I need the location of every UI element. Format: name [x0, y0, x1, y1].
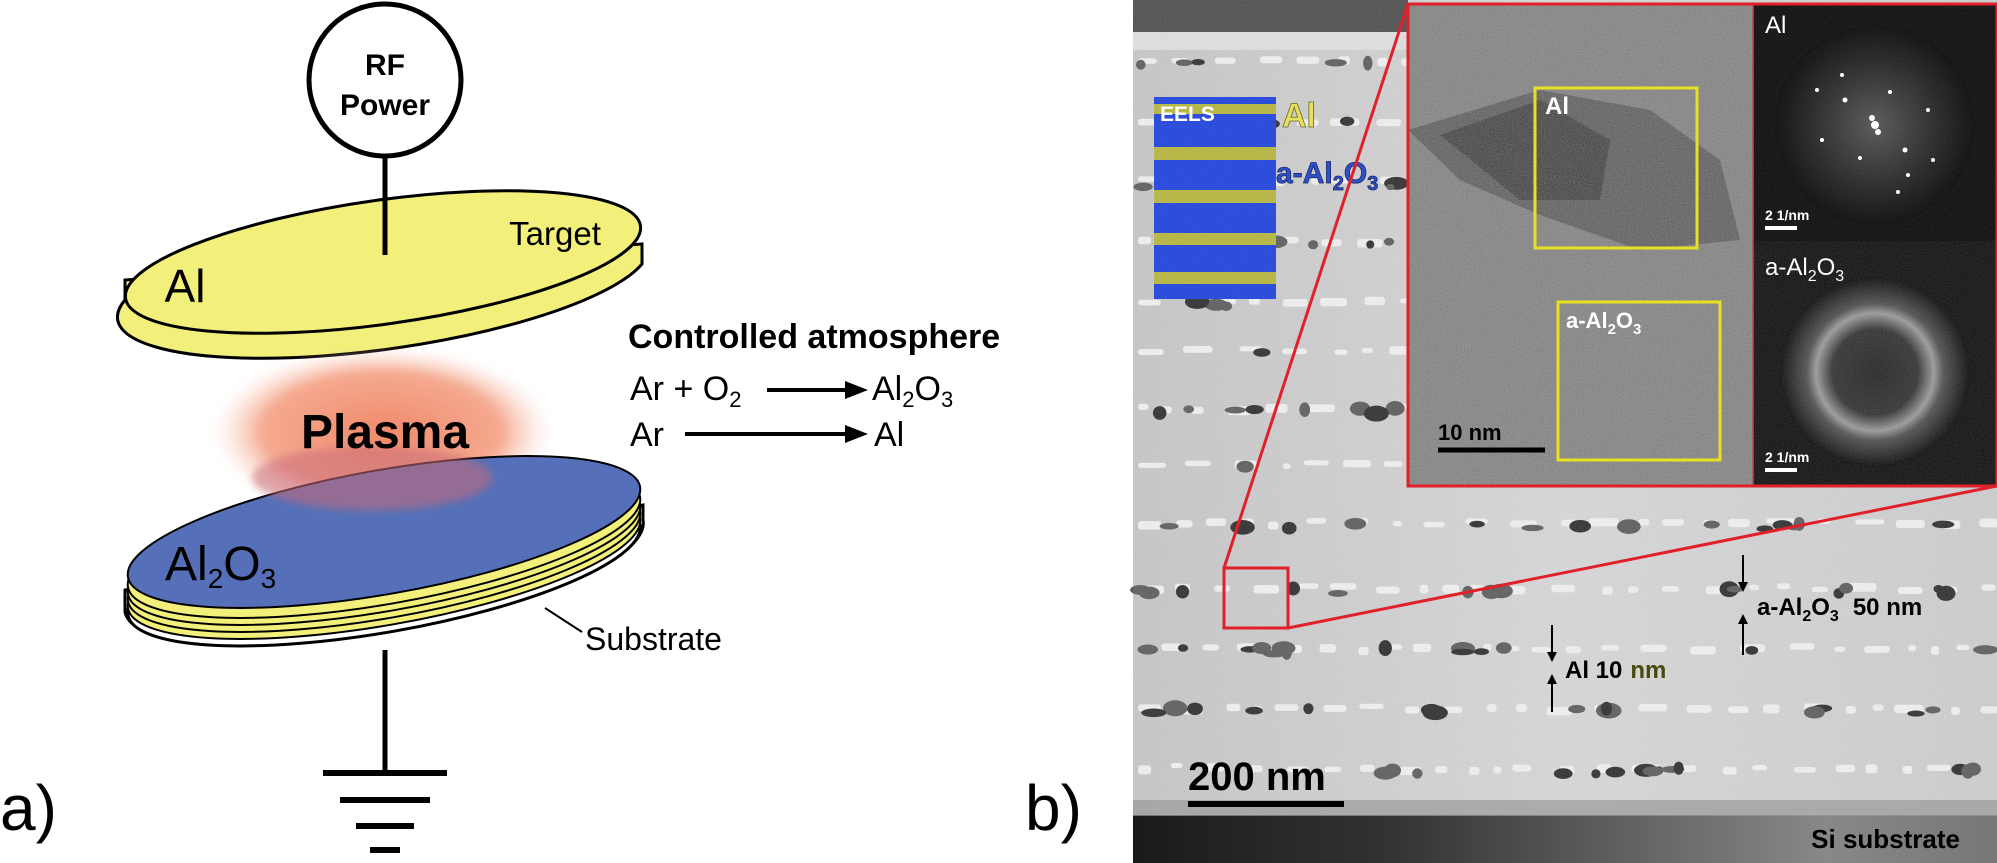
- diffraction-spot: [1888, 90, 1892, 94]
- rf-power-label-line2: Power: [340, 89, 430, 122]
- rf-power-label-line1: RF: [365, 49, 405, 82]
- diffraction-spot: [1858, 156, 1862, 160]
- diffraction-spot: [1869, 115, 1875, 121]
- roi-al-box: [1533, 86, 1699, 250]
- sample-stack: [123, 455, 645, 648]
- hrtem-scale-label: 10 nm: [1438, 420, 1502, 445]
- fft-al-scale-label: 2 1/nm: [1765, 207, 1809, 223]
- roi-alox-box: [1556, 300, 1722, 462]
- diffraction-spot: [1871, 121, 1879, 129]
- svg-text:a-Al2O3: a-Al2O3: [1566, 308, 1641, 338]
- ground-icon: [323, 650, 447, 853]
- rf-power-source: RF Power: [306, 1, 464, 159]
- diffraction-spot: [1842, 97, 1848, 103]
- eels-alox-label: a-Al2O3: [1276, 157, 1379, 196]
- diffraction-spot: [1902, 147, 1908, 153]
- svg-text:a-Al2O3: a-Al2O3: [1765, 254, 1844, 285]
- svg-text:Al2O3: Al2O3: [872, 370, 953, 412]
- plasma-overlap: [252, 446, 492, 510]
- fft-al-label: Al: [1765, 12, 1786, 39]
- svg-text:Al: Al: [874, 416, 904, 454]
- reaction-oxide: Ar + O2 Al2O3: [630, 370, 953, 412]
- diffraction-spot: [1840, 73, 1844, 77]
- roi-alox-label: a-Al2O3: [1566, 308, 1641, 338]
- reaction-metal: Ar Al: [630, 416, 904, 454]
- fft-alox-scale-label: 2 1/nm: [1765, 449, 1809, 465]
- eels-al-label: Al: [1282, 97, 1316, 135]
- substrate-leader-line: [544, 607, 583, 633]
- svg-text:Ar + O2: Ar + O2: [630, 370, 741, 412]
- diffraction-spot: [1820, 138, 1824, 142]
- fft-alox-panel: a-Al2O3 2 1/nm: [1754, 241, 1997, 486]
- svg-text:Ar: Ar: [630, 416, 664, 454]
- diffraction-spot: [1931, 158, 1935, 162]
- eels-label: EELS: [1160, 103, 1215, 126]
- fft-al-panel: Al 2 1/nm: [1754, 4, 1997, 241]
- target-label: Target: [509, 215, 601, 252]
- panel-a: RF Power Target Al Plasma Al2O3: [0, 1, 1000, 853]
- panel-b-label: b): [1025, 772, 1082, 844]
- panel-a-label: a): [0, 772, 57, 844]
- atmosphere-title: Controlled atmosphere: [628, 318, 1000, 356]
- sample-material-label: Al2O3: [165, 538, 276, 594]
- diffraction-spot: [1815, 88, 1819, 92]
- substrate-label: Substrate: [585, 621, 722, 657]
- svg-text:Al2O3: Al2O3: [165, 538, 276, 594]
- hrtem-inset: Al a-Al2O3 10 nm: [1406, 2, 1756, 488]
- diffraction-spot: [1926, 108, 1930, 112]
- si-substrate-label: Si substrate: [1811, 824, 1960, 854]
- fft-alox-label: a-Al2O3: [1765, 254, 1844, 285]
- target-disk: [115, 189, 644, 360]
- plasma-label: Plasma: [301, 406, 469, 459]
- eels-map: EELS: [1154, 97, 1276, 299]
- roi-al-label: Al: [1545, 93, 1569, 120]
- tem-scale-label: 200 nm: [1188, 755, 1326, 799]
- diffraction-spot: [1875, 129, 1881, 135]
- diffraction-spot: [1896, 190, 1900, 194]
- svg-text:a-Al2O3: a-Al2O3: [1276, 157, 1378, 195]
- zoom-indicator: [1222, 3, 1997, 630]
- target-material-label: Al: [165, 260, 206, 312]
- diffraction-spot: [1906, 173, 1910, 177]
